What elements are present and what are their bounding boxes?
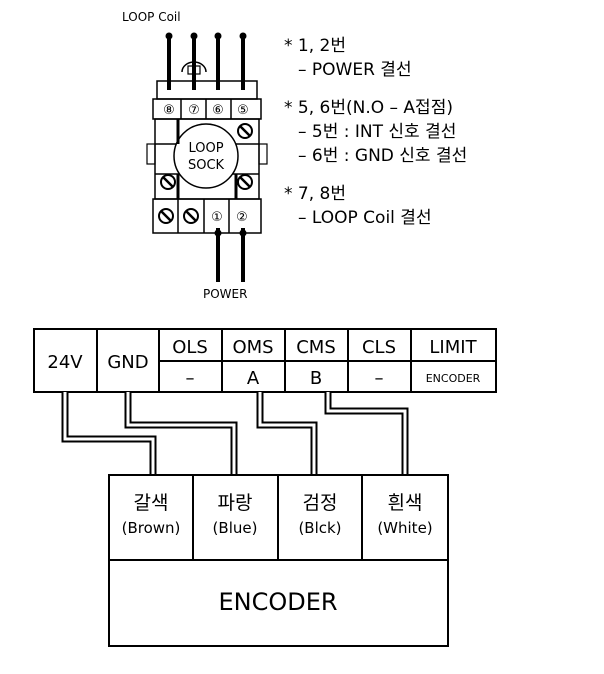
wire-black-color: (Blck) bbox=[298, 519, 341, 537]
socket-center bbox=[173, 123, 239, 189]
terminal-labels: 24V GND OLS – OMS A CMS B CLS – LIMIT EN… bbox=[47, 337, 480, 389]
encoder-box bbox=[108, 474, 449, 647]
note-title: * 1, 2번 bbox=[284, 36, 346, 56]
terminal-ols-sub: – bbox=[186, 368, 195, 389]
terminal-ols: OLS bbox=[172, 337, 208, 358]
pin-1: ① bbox=[211, 210, 223, 225]
socket-bottom-pins: ① ② bbox=[211, 210, 248, 225]
terminal-cms: CMS bbox=[296, 337, 336, 358]
socket-center-label-2: SOCK bbox=[188, 158, 225, 173]
pin-8: ⑧ bbox=[163, 103, 175, 118]
terminal-oms: OMS bbox=[232, 337, 273, 358]
encoder-title: ENCODER bbox=[218, 588, 337, 616]
wire-blue-color: (Blue) bbox=[213, 519, 258, 537]
socket-top-pins: ⑧ ⑦ ⑥ ⑤ bbox=[163, 103, 249, 118]
wire-brown-color: (Brown) bbox=[122, 519, 181, 537]
power-wires bbox=[216, 228, 245, 282]
terminal-gnd: GND bbox=[107, 352, 148, 373]
terminal-24v: 24V bbox=[47, 352, 83, 373]
pin-7: ⑦ bbox=[188, 103, 200, 118]
terminal-block bbox=[33, 328, 497, 393]
screw-icons bbox=[158, 123, 253, 224]
terminal-limit-sub: ENCODER bbox=[426, 372, 481, 385]
socket-notes: * 1, 2번 – POWER 결선 * 5, 6번(N.O – A접점) – … bbox=[284, 34, 600, 244]
note-line: – POWER 결선 bbox=[298, 60, 412, 80]
note-line: – 5번 : INT 신호 결선 bbox=[298, 122, 457, 142]
pin-5: ⑤ bbox=[237, 103, 249, 118]
note-line: – LOOP Coil 결선 bbox=[298, 208, 432, 228]
wire-brown-name: 갈색 bbox=[134, 492, 169, 514]
loop-coil-label: LOOP Coil bbox=[122, 10, 181, 24]
note-line: – 6번 : GND 신호 결선 bbox=[298, 146, 468, 166]
terminal-cls: CLS bbox=[362, 337, 396, 358]
note-loop-coil: * 7, 8번 – LOOP Coil 결선 bbox=[284, 182, 600, 230]
terminal-oms-sub: A bbox=[247, 368, 260, 389]
pin-2: ② bbox=[236, 210, 248, 225]
note-contacts: * 5, 6번(N.O – A접점) – 5번 : INT 신호 결선 – 6번… bbox=[284, 96, 600, 168]
terminal-cms-sub: B bbox=[310, 368, 322, 389]
terminal-cls-sub: – bbox=[375, 368, 384, 389]
power-label: POWER bbox=[203, 287, 247, 301]
terminal-limit: LIMIT bbox=[429, 337, 477, 358]
wire-blue-name: 파랑 bbox=[218, 492, 253, 514]
encoder-wire-labels: 갈색 (Brown) 파랑 (Blue) 검정 (Blck) 흰색 (White… bbox=[122, 492, 433, 616]
pin-6: ⑥ bbox=[212, 103, 224, 118]
wire-white-color: (White) bbox=[377, 519, 432, 537]
socket-center-label-1: LOOP bbox=[188, 141, 223, 156]
note-power: * 1, 2번 – POWER 결선 bbox=[284, 34, 600, 82]
note-title: * 7, 8번 bbox=[284, 184, 346, 204]
note-title: * 5, 6번(N.O – A접점) bbox=[284, 98, 453, 118]
wire-white-name: 흰색 bbox=[388, 492, 423, 514]
wire-black-name: 검정 bbox=[303, 492, 338, 514]
